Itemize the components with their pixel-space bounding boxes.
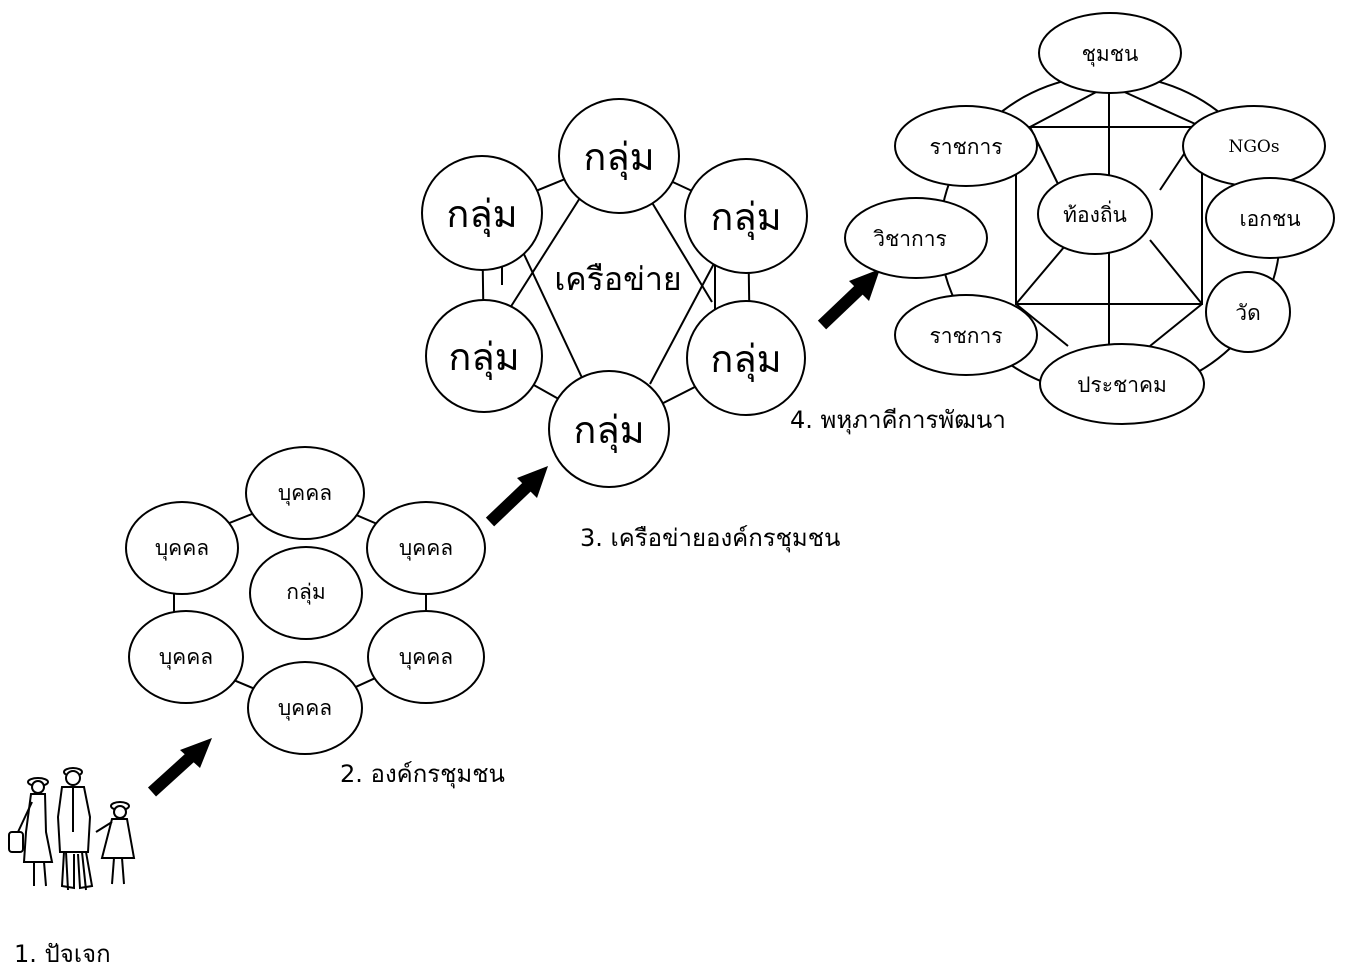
- stage4-label: 4. พหุภาคีการพัฒนา: [790, 406, 1006, 435]
- stage4-node-ngos: NGOs: [1182, 105, 1326, 187]
- stage3-node-left-lower: กลุ่ม: [425, 299, 543, 413]
- stage2-node-left-upper: บุคคล: [125, 501, 239, 595]
- stage2-center-node: กลุ่ม: [249, 546, 363, 640]
- stage3-node-right-upper: กลุ่ม: [684, 158, 808, 274]
- arrow-icon-3: [817, 269, 880, 330]
- stage4-node-label: วิชาการ: [873, 227, 947, 251]
- stage2-node-top: บุคคล: [245, 446, 365, 540]
- network-cluster: เครือข่าย กลุ่ม กลุ่ม กลุ่ม กลุ่ม กลุ่ม …: [421, 98, 808, 488]
- stage4-node-label: ท้องถิ่น: [1063, 200, 1127, 227]
- stage3-node-label: กลุ่ม: [573, 408, 644, 453]
- stage4-node-government-upper: ราชการ: [894, 105, 1038, 187]
- stage2-label: 2. องค์กรชุมชน: [340, 760, 505, 789]
- stage4-node-label: เอกชน: [1239, 207, 1300, 231]
- arrow-icon-1: [147, 738, 212, 797]
- stage3-node-top: กลุ่ม: [558, 98, 680, 214]
- stage2-node-label: บุคคล: [278, 696, 332, 721]
- stage2-node-label: บุคคล: [278, 481, 332, 506]
- stage4-node-private: เอกชน: [1205, 177, 1335, 259]
- stage4-node-government-lower: ราชการ: [894, 294, 1038, 376]
- stage3-node-right-lower: กลุ่ม: [686, 300, 806, 416]
- stage3-node-label: กลุ่ม: [710, 337, 781, 382]
- stage4-node-label: NGOs: [1228, 137, 1279, 157]
- stage2-node-label: บุคคล: [399, 645, 453, 670]
- stage2-node-left-lower: บุคคล: [128, 610, 244, 704]
- stage3-center-label: เครือข่าย: [554, 260, 681, 298]
- stage4-node-label: ประชาคม: [1077, 373, 1167, 397]
- stage2-center-label: กลุ่ม: [286, 580, 325, 605]
- stage4-node-temple: วัด: [1205, 271, 1291, 353]
- stage2-node-label: บุคคล: [159, 645, 213, 670]
- stage3-node-bottom: กลุ่ม: [548, 370, 670, 488]
- stage2-node-right-upper: บุคคล: [366, 501, 486, 595]
- stage3-node-label: กลุ่ม: [583, 135, 654, 180]
- community-organization-cluster: กลุ่ม บุคคล บุคคล บุคคล บุคคล บุคคล บุคค…: [125, 446, 486, 755]
- multiparty-cluster: ชุมชน NGOs ราชการ ท้องถิ่น เอกชน วิชาการ…: [844, 12, 1335, 425]
- stage4-node-civil-society: ประชาคม: [1039, 343, 1205, 425]
- stage4-node-label: ชุมชน: [1082, 42, 1139, 67]
- stage4-node-label: ราชการ: [929, 135, 1002, 159]
- family-walking-icon: [8, 767, 136, 891]
- stage2-node-label: บุคคล: [399, 536, 453, 561]
- stage2-node-right-lower: บุคคล: [367, 610, 485, 704]
- stage3-node-label: กลุ่ม: [710, 195, 781, 240]
- stage1-label: 1. ปัจเจก: [14, 940, 111, 967]
- stage4-node-label: วัด: [1235, 301, 1260, 325]
- stage3-node-left-upper: กลุ่ม: [421, 155, 543, 271]
- stage4-node-label: ราชการ: [929, 324, 1002, 348]
- stage3-node-label: กลุ่ม: [446, 192, 517, 237]
- stage3-node-label: กลุ่ม: [448, 335, 519, 380]
- stage4-node-community: ชุมชน: [1038, 12, 1182, 94]
- stage3-label: 3. เครือข่ายองค์กรชุมชน: [580, 524, 840, 553]
- stage2-node-bottom: บุคคล: [247, 661, 363, 755]
- arrow-icon-2: [485, 466, 548, 527]
- stage4-node-academic: วิชาการ: [844, 197, 988, 279]
- stage4-node-local: ท้องถิ่น: [1037, 173, 1153, 255]
- stage2-node-label: บุคคล: [155, 536, 209, 561]
